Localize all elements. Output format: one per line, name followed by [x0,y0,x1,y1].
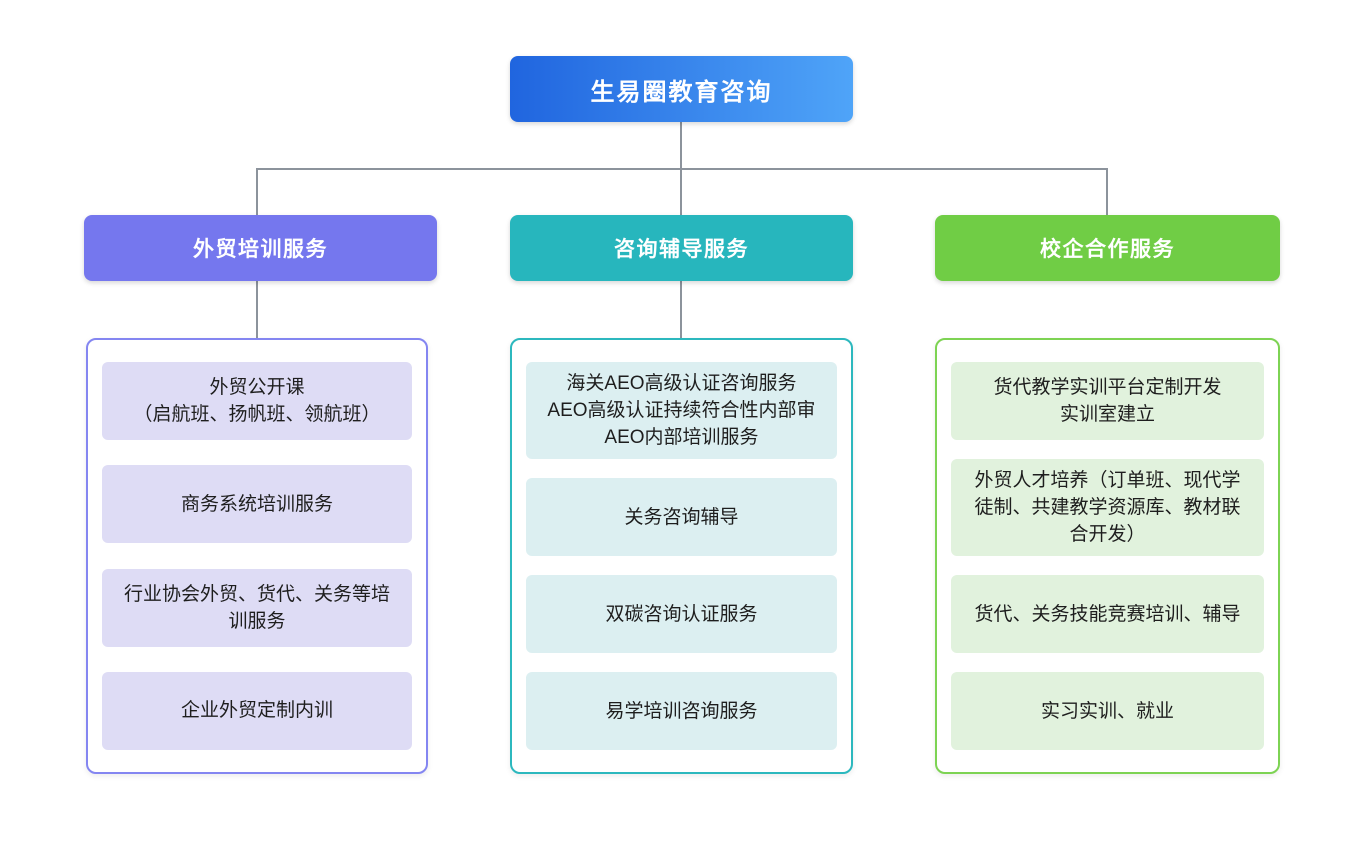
branch-group-school-enterprise: 货代教学实训平台定制开发 实训室建立 外贸人才培养（订单班、现代学徒制、共建教学… [935,338,1280,774]
branch-header-label: 咨询辅导服务 [614,238,749,261]
leaf-node[interactable]: 易学培训咨询服务 [526,672,837,750]
branch-header-label: 外贸培训服务 [193,238,328,261]
branch-header-trade-training[interactable]: 外贸培训服务 [84,215,437,281]
root-node[interactable]: 生易圈教育咨询 [510,56,853,122]
leaf-node[interactable]: 商务系统培训服务 [102,465,412,544]
leaf-node[interactable]: 货代、关务技能竞赛培训、辅导 [951,575,1264,653]
leaf-node[interactable]: 海关AEO高级认证咨询服务 AEO高级认证持续符合性内部审 AEO内部培训服务 [526,362,837,459]
leaf-node[interactable]: 实习实训、就业 [951,672,1264,750]
connector-horizontal [256,168,1107,170]
branch-group-trade-training: 外贸公开课 （启航班、扬帆班、领航班） 商务系统培训服务 行业协会外贸、货代、关… [86,338,428,774]
branch-group-consulting: 海关AEO高级认证咨询服务 AEO高级认证持续符合性内部审 AEO内部培训服务 … [510,338,853,774]
leaf-node[interactable]: 关务咨询辅导 [526,478,837,556]
root-node-label: 生易圈教育咨询 [590,78,773,106]
leaf-node[interactable]: 货代教学实训平台定制开发 实训室建立 [951,362,1264,440]
branch-header-label: 校企合作服务 [1040,238,1175,261]
connector-right-drop [1106,168,1108,216]
connector-left-drop [256,168,258,216]
branch-header-school-enterprise[interactable]: 校企合作服务 [935,215,1280,281]
leaf-node[interactable]: 行业协会外贸、货代、关务等培训服务 [102,568,412,647]
leaf-node[interactable]: 双碳咨询认证服务 [526,575,837,653]
leaf-node[interactable]: 企业外贸定制内训 [102,671,412,750]
leaf-node[interactable]: 外贸人才培养（订单班、现代学徒制、共建教学资源库、教材联合开发） [951,459,1264,556]
leaf-node[interactable]: 外贸公开课 （启航班、扬帆班、领航班） [102,362,412,440]
connector-left-header-to-group [256,281,258,338]
branch-header-consulting[interactable]: 咨询辅导服务 [510,215,853,281]
connector-middle-header-to-group [680,281,682,338]
